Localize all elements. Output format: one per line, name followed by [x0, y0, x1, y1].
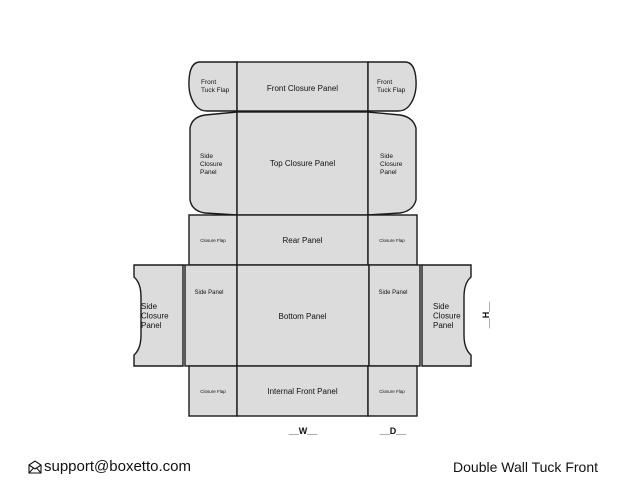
envelope-icon	[28, 459, 42, 474]
front-tuck-flap-left-label: Front Tuck Flap	[201, 79, 230, 94]
side-closure-outer-left-shape	[133, 264, 184, 367]
rear-panel-shape	[236, 214, 369, 266]
closure-flap-rear-right-label: Closure Flap	[379, 238, 405, 243]
closure-flap-front-left-label: Closure Flap	[200, 389, 226, 394]
closure-flap-front-right-shape	[367, 365, 418, 417]
top-closure-panel-label: Top Closure Panel	[270, 159, 336, 168]
bottom-row	[133, 264, 472, 367]
support-email[interactable]: support@boxetto.com	[28, 458, 191, 475]
side-panel-left-shape	[184, 264, 238, 367]
side-closure-top-right-label: Side Closure Panel	[380, 153, 404, 176]
rear-panel-label: Rear Panel	[282, 236, 322, 245]
side-closure-outer-right-label: Side Closure Panel	[433, 302, 463, 330]
side-panel-right-label: Side Panel	[378, 290, 407, 296]
side-panel-left-label: Side Panel	[194, 290, 223, 296]
internal-front-panel-shape	[236, 365, 369, 417]
side-closure-outer-right-shape	[421, 264, 472, 367]
front-tuck-flap-right-label: Front Tuck Flap	[377, 79, 406, 94]
support-email-text[interactable]: support@boxetto.com	[44, 458, 191, 475]
closure-flap-front-right-label: Closure Flap	[379, 389, 405, 394]
rear-row	[188, 214, 418, 266]
top-closure-row	[189, 111, 417, 216]
diagram-title: Double Wall Tuck Front	[453, 459, 598, 475]
side-closure-top-left-shape	[189, 111, 238, 216]
side-closure-outer-left-label: Side Closure Panel	[141, 302, 171, 330]
front-tuck-flap-right-shape	[367, 61, 417, 112]
bottom-panel-label: Bottom Panel	[278, 312, 326, 321]
front-closure-panel-label: Front Closure Panel	[267, 84, 338, 93]
front-tuck-flap-left-shape	[188, 61, 238, 112]
height-dimension-label: __H__	[481, 301, 491, 330]
top-closure-panel-shape	[236, 111, 369, 216]
width-dimension-label: __W__	[288, 426, 319, 436]
front-closure-row	[188, 61, 417, 112]
internal-front-panel-label: Internal Front Panel	[267, 387, 337, 396]
closure-flap-rear-right-shape	[367, 214, 418, 266]
side-closure-top-right-shape	[367, 111, 417, 216]
side-panel-right-shape	[368, 264, 421, 367]
internal-front-row	[188, 365, 418, 417]
bottom-panel-shape	[236, 264, 370, 367]
closure-flap-rear-left-label: Closure Flap	[200, 238, 226, 243]
depth-dimension-label: __D__	[379, 426, 408, 436]
side-closure-top-left-label: Side Closure Panel	[200, 153, 224, 176]
front-closure-panel-shape	[236, 61, 369, 112]
